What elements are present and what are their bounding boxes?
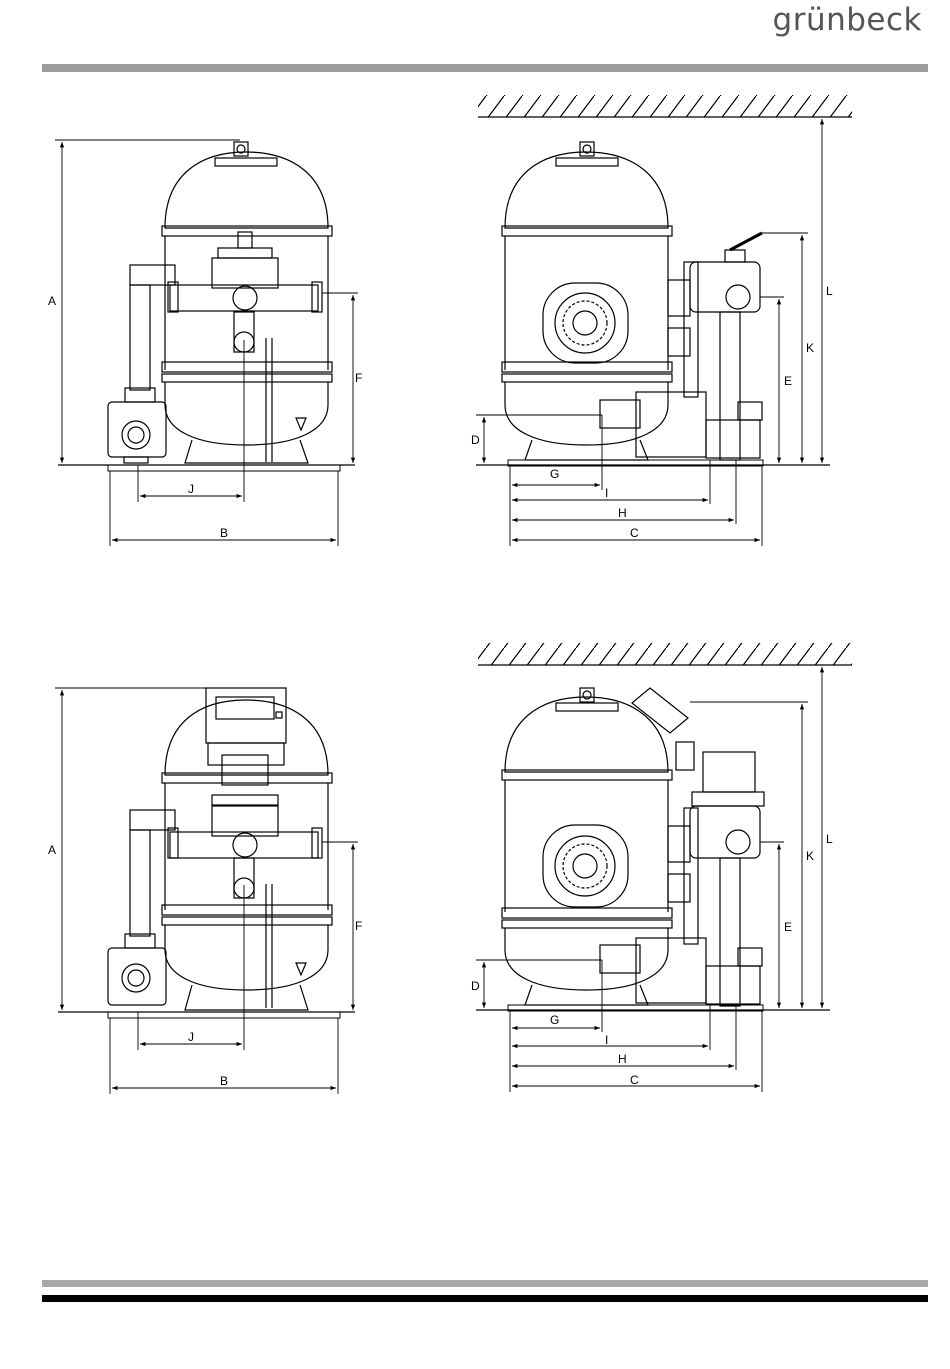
label-G: G	[550, 1013, 559, 1027]
label-C: C	[630, 526, 639, 540]
label-C: C	[630, 1073, 639, 1087]
dimensions-bottom-right	[476, 667, 830, 1092]
label-F: F	[355, 371, 362, 385]
dimensions-top-left	[55, 140, 358, 546]
label-K: K	[806, 849, 814, 863]
view-top-left	[58, 142, 355, 471]
label-H: H	[618, 506, 627, 520]
view-top-right	[476, 95, 852, 466]
label-L: L	[826, 284, 833, 298]
label-L: L	[826, 832, 833, 846]
label-B: B	[220, 1074, 228, 1088]
label-D: D	[471, 433, 480, 447]
label-K: K	[806, 341, 814, 355]
label-E: E	[784, 374, 792, 388]
label-A: A	[48, 843, 56, 857]
label-E: E	[784, 920, 792, 934]
label-B: B	[220, 526, 228, 540]
label-J: J	[188, 1030, 194, 1044]
label-I: I	[605, 1033, 608, 1047]
label-I: I	[605, 486, 608, 500]
label-H: H	[618, 1052, 627, 1066]
view-bottom-left	[58, 688, 355, 1018]
dimensions-top-right	[476, 119, 830, 546]
label-A: A	[48, 294, 56, 308]
dimensions-bottom-left	[55, 688, 358, 1094]
label-G: G	[550, 467, 559, 481]
view-bottom-right	[476, 643, 852, 1011]
label-F: F	[355, 919, 362, 933]
label-J: J	[188, 482, 194, 496]
label-D: D	[471, 979, 480, 993]
